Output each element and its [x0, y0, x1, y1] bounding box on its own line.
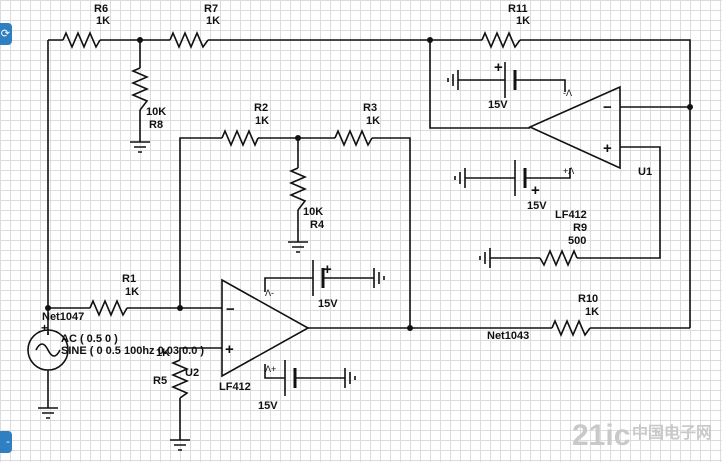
r5-name: R5 [153, 375, 167, 387]
resistor-r1[interactable] [89, 298, 128, 318]
watermark-cn: 中国电子网 [632, 423, 712, 442]
u1-vneg-pin: -Λ [563, 88, 572, 98]
r4-value: 10K [303, 206, 323, 218]
u1-minus: − [603, 99, 612, 116]
r3-name: R3 [363, 102, 377, 114]
r9-name: R9 [573, 222, 587, 234]
u2-part: LF412 [219, 381, 251, 393]
r7-name: R7 [204, 3, 218, 15]
r8-name: R8 [149, 119, 163, 131]
source-sine-label: SINE ( 0 0.5 100hz 0.03 0.0 ) [61, 345, 204, 357]
source-plus: + [41, 321, 48, 335]
u1-name: U1 [638, 166, 652, 178]
u1-part: LF412 [555, 209, 587, 221]
r11-name: R11 [508, 3, 528, 15]
u1-top-supply-voltage: 15V [488, 99, 508, 111]
r9-value: 500 [568, 235, 586, 247]
minus-icon: - [6, 435, 10, 448]
junction-dot [407, 325, 413, 331]
ground-symbol [447, 70, 459, 90]
ground-symbol [454, 168, 466, 188]
battery-u1-bottom[interactable] [514, 160, 527, 196]
junction-dot [295, 135, 301, 141]
r1-name: R1 [122, 273, 136, 285]
u1-plus: + [603, 140, 612, 157]
ground-symbol [288, 241, 308, 253]
resistor-r3[interactable] [334, 128, 373, 148]
ac-source[interactable] [27, 329, 69, 371]
u2-minus: − [226, 301, 235, 318]
ground-symbol [479, 248, 491, 268]
r8-value: 10K [146, 106, 166, 118]
r4-name: R4 [310, 219, 325, 231]
r1-value: 1K [125, 286, 139, 298]
r3-value: 1K [366, 115, 380, 127]
resistor-r9[interactable] [539, 248, 578, 268]
junction-dot [45, 305, 51, 311]
r2-value: 1K [255, 115, 269, 127]
battery-u2-bottom[interactable] [284, 360, 297, 396]
u1-vpos-pin: +Λ [563, 166, 574, 176]
junction-dot [177, 305, 183, 311]
r6-name: R6 [94, 3, 108, 15]
refresh-icon: ⟳ [0, 27, 10, 40]
ground-symbol [130, 141, 150, 153]
wires [47, 39, 691, 440]
junctions [45, 37, 693, 331]
resistor-r10[interactable] [551, 318, 591, 338]
resistor-r5[interactable] [170, 359, 190, 399]
u2-vneg-pin: Λ- [265, 288, 274, 298]
resistor-r11[interactable] [481, 30, 521, 50]
u2-top-supply-voltage: 15V [318, 298, 338, 310]
ground-symbol [344, 368, 356, 388]
u2-name: U2 [185, 367, 199, 379]
junction-dot [427, 37, 433, 43]
opamp-u2[interactable] [221, 278, 310, 378]
ground-symbol [38, 407, 58, 419]
resistor-r8[interactable] [130, 67, 150, 111]
u2-top-supply-sign: + [323, 261, 332, 278]
sidebar-collapse-button[interactable]: - [0, 431, 12, 453]
junction-dot [687, 104, 693, 110]
r6-value: 1K [96, 15, 110, 27]
ground-symbol [170, 439, 190, 451]
opamp-u1[interactable] [528, 85, 621, 170]
u2-vpos-pin: Λ+ [265, 364, 276, 374]
sidebar-refresh-button[interactable]: ⟳ [0, 23, 12, 45]
sine-wave-icon [35, 343, 61, 357]
resistor-r7[interactable] [169, 30, 209, 50]
u2-bottom-supply-voltage: 15V [258, 400, 278, 412]
battery-u1-top[interactable] [504, 62, 517, 98]
r2-name: R2 [254, 102, 268, 114]
resistor-r6[interactable] [62, 30, 101, 50]
u2-plus: + [225, 341, 234, 358]
r10-name: R10 [578, 293, 598, 305]
watermark-logo: 21ic [572, 419, 630, 452]
ground-symbol [373, 268, 385, 288]
r7-value: 1K [206, 15, 220, 27]
source-ac-label: AC ( 0.5 0 ) [61, 333, 118, 345]
r11-value: 1K [516, 15, 530, 27]
r10-value: 1K [585, 306, 599, 318]
u1-bottom-supply-voltage: 15V [527, 200, 547, 212]
u1-top-supply-sign: + [494, 59, 503, 76]
resistor-r4[interactable] [288, 167, 308, 211]
junction-dot [137, 37, 143, 43]
u1-bottom-supply-sign: + [531, 182, 540, 199]
r5-value: 1K [156, 347, 170, 359]
net1043-label: Net1043 [487, 330, 529, 342]
net1047-label: Net1047 [42, 311, 84, 323]
battery-u2-top[interactable] [312, 260, 325, 296]
resistor-r2[interactable] [221, 128, 259, 148]
